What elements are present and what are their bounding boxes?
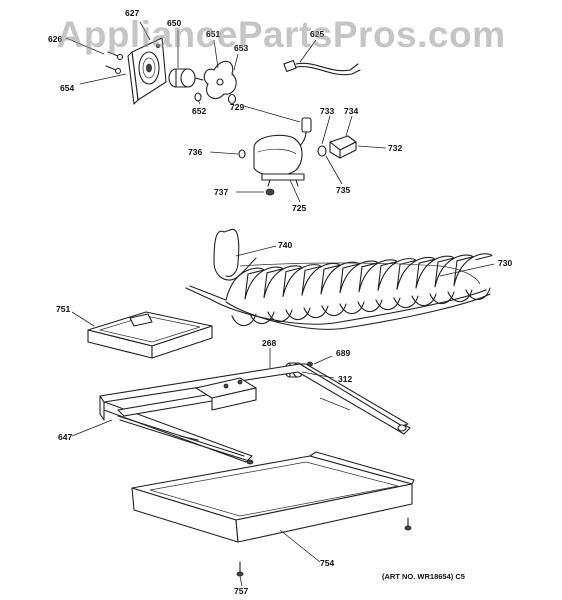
coil-loop [321,303,347,317]
washer-part [194,92,202,102]
coil-loop [411,293,437,307]
callout-268: 268 [262,338,276,348]
coil-loop [393,295,419,309]
callout-730: 730 [498,258,512,268]
callout-647: 647 [58,432,72,442]
callout-labels: 627 626 650 651 653 654 652 625 729 733 … [48,8,512,596]
drip-tray-part [87,311,213,359]
callout-734: 734 [344,106,358,116]
callout-650: 650 [167,18,181,28]
coil-loop [465,287,491,301]
callout-740: 740 [278,240,292,250]
callout-757: 757 [234,586,248,596]
coil-loop [447,289,473,303]
coil-loop [357,299,383,313]
callout-725: 725 [292,203,306,213]
callout-732: 732 [388,143,402,153]
fan-bracket-part [127,37,167,105]
fan-blade-part [203,60,237,99]
callout-754: 754 [320,558,334,568]
clip-733-part [317,145,327,157]
coil-loop [303,305,329,319]
compressor-part [253,134,305,187]
callout-729: 729 [230,102,244,112]
callout-653: 653 [234,43,248,53]
coil-loop [285,307,311,321]
wire-harness-part [283,59,361,76]
callout-689: 689 [336,348,350,358]
grommet-736-part [238,149,246,159]
callout-737: 737 [214,187,228,197]
mount-737-part [265,188,275,196]
callout-735: 735 [336,185,350,195]
coil-loop [231,313,257,327]
callout-625: 625 [310,29,324,39]
coil-loop [339,301,365,315]
callout-736: 736 [188,147,202,157]
coil-rail [185,287,487,325]
callout-626: 626 [48,34,62,44]
condenser-coil-part [185,253,493,330]
coil-loop [249,311,275,325]
coil-loop [375,297,401,311]
callout-654: 654 [60,83,74,93]
screw-757-part [236,517,412,577]
art-number: (ART NO. WR18654) C5 [382,572,465,581]
screw-626-part [105,51,124,75]
shelf-pan-part [131,451,415,543]
coil-serpentine [189,253,493,301]
coil-rail [239,262,481,285]
coil-rail [225,293,491,330]
callout-651: 651 [206,29,220,39]
callout-312: 312 [338,374,352,384]
coil-loop [429,291,455,305]
nut-part [227,93,237,105]
base-frame-part [99,363,411,465]
leader-lines [65,21,495,587]
callout-652: 652 [192,106,206,116]
drier-tube-part [213,228,257,281]
callout-733: 733 [320,106,334,116]
callout-627: 627 [125,8,139,18]
coil-loop [267,309,293,323]
callout-751: 751 [56,304,70,314]
fan-motor-part [168,68,204,88]
relay-part [329,135,357,159]
